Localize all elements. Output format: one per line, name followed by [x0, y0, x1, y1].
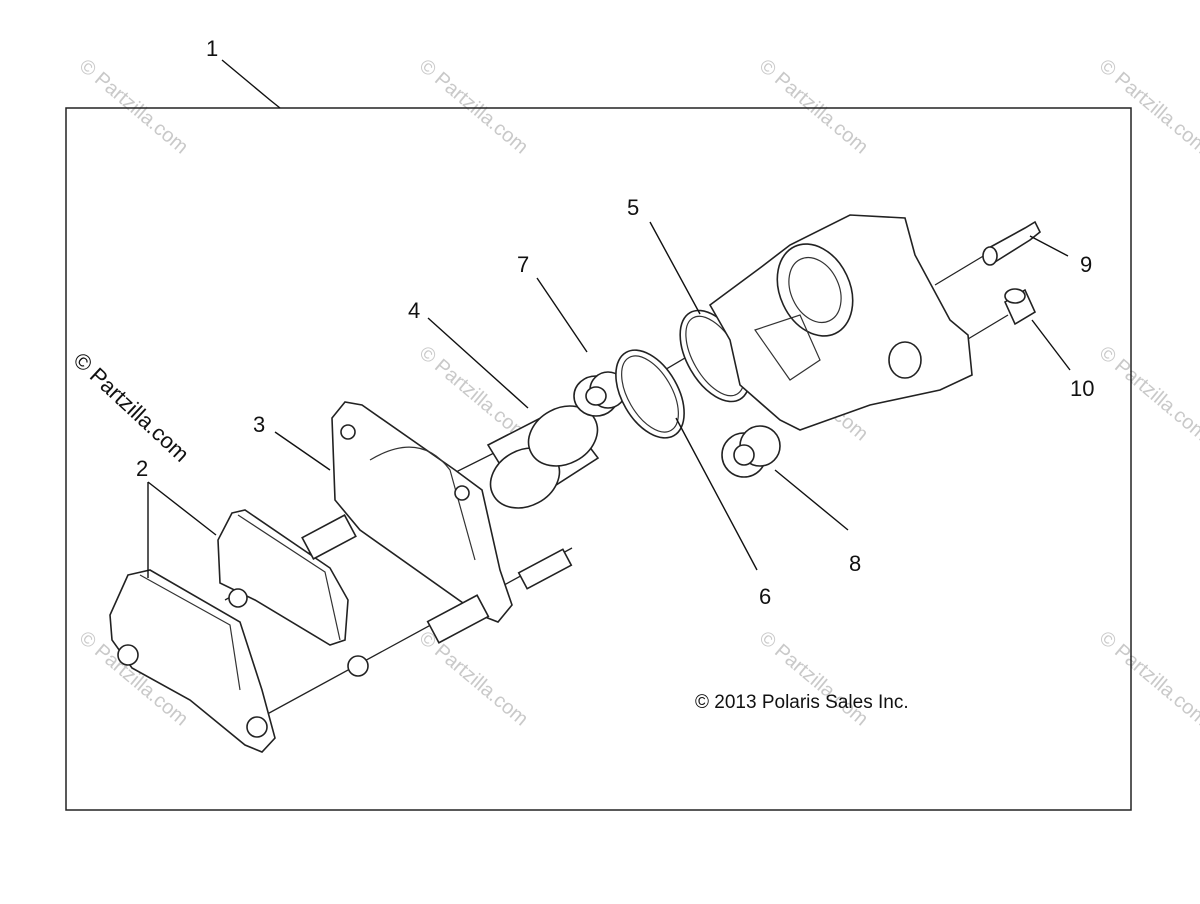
partzilla-brand: © Partzilla.com — [69, 347, 194, 466]
bleeder-cap-icon — [1003, 288, 1037, 326]
callout-7: 7 — [517, 252, 529, 277]
callout-5: 5 — [627, 195, 639, 220]
caliper-bracket-icon — [301, 401, 573, 644]
o-ring-icon — [615, 349, 685, 439]
watermark-10: © Partzilla.com — [755, 627, 872, 730]
watermark-4: © Partzilla.com — [1095, 55, 1200, 158]
assembly-frame — [65, 107, 1132, 811]
callout-labels: 1 2 3 4 5 6 7 8 9 10 — [136, 36, 1094, 609]
boot-icon — [721, 425, 781, 478]
watermark-5: © Partzilla.com — [415, 342, 532, 445]
callout-6: 6 — [759, 584, 771, 609]
callout-8: 8 — [849, 551, 861, 576]
caliper-body-icon — [708, 214, 973, 431]
watermark-9: © Partzilla.com — [415, 627, 532, 730]
bleeder-screw-icon — [982, 220, 1042, 266]
leader-lines — [147, 59, 1071, 578]
callout-10: 10 — [1070, 376, 1094, 401]
copyright-text: © 2013 Polaris Sales Inc. — [695, 692, 909, 713]
watermark-3: © Partzilla.com — [755, 55, 872, 158]
watermark-7: © Partzilla.com — [1095, 342, 1200, 445]
callout-2: 2 — [136, 456, 148, 481]
callout-3: 3 — [253, 412, 265, 437]
callout-9: 9 — [1080, 252, 1092, 277]
piston-icon — [486, 405, 600, 509]
callout-4: 4 — [408, 298, 420, 323]
watermark-2: © Partzilla.com — [415, 55, 532, 158]
watermark-1: © Partzilla.com — [75, 55, 192, 158]
brake-pad-icon — [109, 509, 369, 753]
watermark-11: © Partzilla.com — [1095, 627, 1200, 730]
callout-1: 1 — [206, 36, 218, 61]
